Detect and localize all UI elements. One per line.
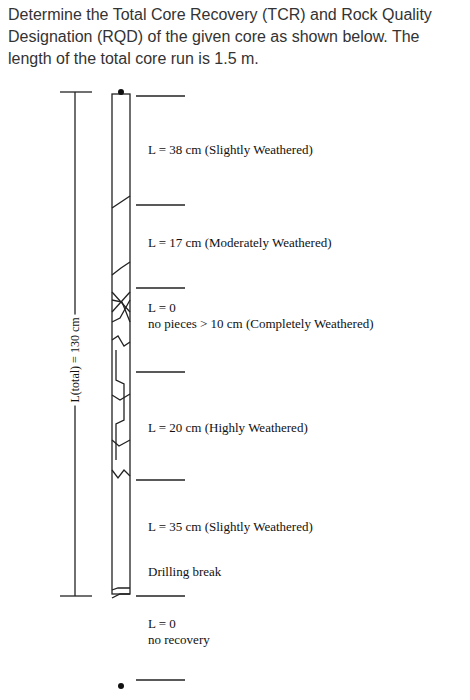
core-annotation: L = 0 [148, 300, 176, 316]
dimension-tick [60, 595, 92, 596]
core-annotation: L = 0 [148, 616, 176, 632]
question-title: Determine the Total Core Recovery (TCR) … [8, 4, 460, 70]
core-outline [112, 94, 130, 594]
core-annotation: L = 35 cm (Slightly Weathered) [148, 519, 313, 535]
core-annotation: no recovery [148, 632, 210, 648]
core-annotation: L = 17 cm (Moderately Weathered) [148, 235, 332, 251]
dimension-tick [60, 91, 92, 92]
core-annotation: Drilling break [148, 564, 221, 580]
core-annotation: no pieces > 10 cm (Completely Weathered) [148, 316, 374, 332]
core-annotation: L = 38 cm (Slightly Weathered) [148, 142, 313, 158]
core-annotation: L = 20 cm (Highly Weathered) [148, 420, 308, 436]
dimension-label: L(total) = 130 cm [67, 314, 83, 405]
